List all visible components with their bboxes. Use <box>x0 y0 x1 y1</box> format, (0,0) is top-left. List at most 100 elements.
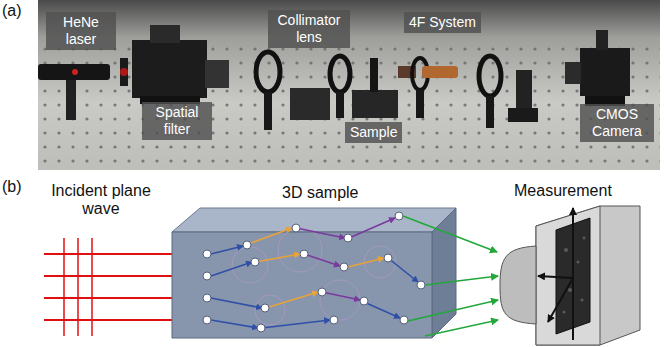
illustration-part <box>336 92 344 118</box>
illustration-part <box>38 0 660 170</box>
illustration-part <box>403 216 497 252</box>
illustration-part <box>211 218 418 328</box>
panel-caption: Incident plane wave <box>40 182 162 218</box>
illustration-part <box>538 276 573 278</box>
illustration-part <box>132 40 207 98</box>
illustration-part <box>172 232 432 338</box>
illustration-part <box>349 218 395 238</box>
illustration-part <box>479 56 501 96</box>
illustration-part <box>536 206 640 345</box>
illustration-part <box>257 324 265 332</box>
panel-caption: 3D sample <box>282 184 358 202</box>
label-box: HeNe laser <box>46 12 116 50</box>
illustration-part <box>384 254 392 262</box>
illustration-part <box>580 48 630 96</box>
illustration-part <box>417 281 425 289</box>
illustration-part <box>581 299 584 302</box>
illustration-part <box>203 212 425 332</box>
illustration-part <box>370 58 378 92</box>
illustration-part <box>330 56 350 92</box>
illustration-part <box>120 68 128 76</box>
illustration-part <box>322 292 360 300</box>
label-text: Spatial filter <box>147 104 207 138</box>
illustration-part <box>211 262 252 276</box>
illustration-part <box>400 316 408 324</box>
label-box: Sample <box>345 122 402 143</box>
exit-rays <box>403 216 498 336</box>
illustration-part <box>256 52 280 92</box>
panel-letter: (a) <box>2 2 22 20</box>
illustration-part <box>248 228 292 244</box>
illustration-part <box>205 60 229 88</box>
illustration-part <box>340 263 348 271</box>
panel-caption: Measurement <box>514 182 612 200</box>
illustration-part <box>292 224 300 232</box>
illustration-part <box>296 228 345 238</box>
setup-photo <box>38 0 660 170</box>
illustration-part <box>120 58 128 86</box>
label-box: Collimator lens <box>268 10 350 48</box>
illustration-part <box>264 92 272 130</box>
illustration-part <box>211 246 243 254</box>
illustration-part <box>318 288 326 296</box>
illustration-part <box>203 250 211 258</box>
illustration-part <box>408 300 498 321</box>
label-text: Collimator lens <box>273 12 345 46</box>
illustration-part <box>300 250 308 258</box>
illustration-part <box>232 228 396 325</box>
illustration-part <box>150 25 180 43</box>
label-box: Spatial filter <box>142 102 212 140</box>
illustration-part <box>304 254 340 266</box>
illustration-part <box>344 234 352 242</box>
label-text: 4F System <box>409 14 476 31</box>
illustration-part <box>536 206 600 345</box>
illustration-part <box>211 320 258 328</box>
illustration-part <box>320 280 360 320</box>
illustration-part <box>564 248 568 252</box>
camera-symbol <box>500 206 640 345</box>
illustration-part <box>425 320 498 336</box>
illustration-part <box>203 316 211 324</box>
illustration-part <box>243 241 251 249</box>
illustration-part <box>565 62 581 84</box>
label-text: HeNe laser <box>51 14 111 48</box>
illustration-part <box>596 30 608 50</box>
illustration-part <box>360 297 368 305</box>
illustration-part <box>486 96 494 128</box>
label-box: CMOS Camera <box>580 104 654 142</box>
illustration-part <box>516 70 532 110</box>
illustration-part <box>77 238 79 336</box>
illustration-part <box>388 258 418 282</box>
illustration-part <box>261 304 269 312</box>
illustration-part <box>352 90 398 118</box>
illustration-part <box>203 272 211 280</box>
sample-cube <box>172 208 456 338</box>
label-box: 4F System <box>404 12 481 33</box>
illustration-part <box>256 254 300 262</box>
illustration-part <box>432 208 456 338</box>
illustration-part <box>211 298 262 308</box>
illustration-part <box>255 295 285 325</box>
illustration-part <box>290 88 330 120</box>
illustration-part <box>583 237 586 240</box>
illustration-part <box>500 246 536 324</box>
illustration-part <box>416 90 424 118</box>
illustration-part <box>572 208 574 340</box>
illustration-part <box>72 69 78 75</box>
illustration-part <box>262 320 330 328</box>
illustration-part <box>266 292 318 308</box>
label-text: CMOS Camera <box>585 106 649 140</box>
label-text: Sample <box>350 124 397 141</box>
illustration-part <box>508 108 538 122</box>
illustration-part <box>425 276 498 285</box>
illustration-part <box>330 316 338 324</box>
illustration-part <box>251 258 259 266</box>
illustration-part <box>568 288 572 292</box>
illustration-part <box>38 40 660 170</box>
illustration-part <box>66 80 76 120</box>
illustration-part <box>422 66 458 78</box>
illustration-part <box>91 238 93 336</box>
illustration-part <box>203 294 211 302</box>
illustration-part <box>395 212 403 220</box>
